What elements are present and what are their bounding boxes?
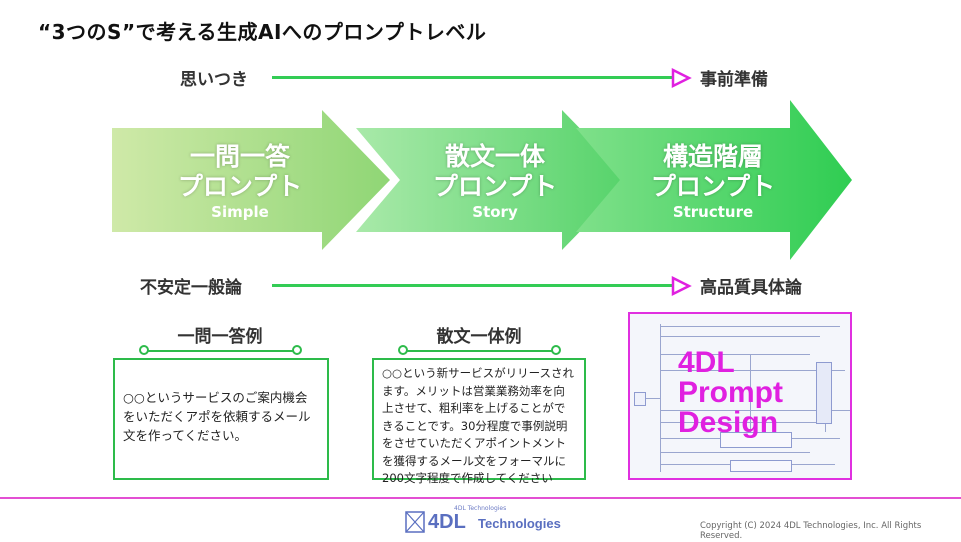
arrow-simple-line1: 一問一答 [189,142,290,171]
bottom-axis-line [272,284,672,287]
arrow-story-label: 散文一体 プロンプト Story [395,142,595,222]
arrow-story-line1: 散文一体 [444,142,545,171]
top-axis-line [272,76,672,79]
bottom-axis-arrowhead-icon [671,275,692,297]
mindmap-label: 4DL Prompt Design [678,348,783,438]
arrow-simple [112,110,390,250]
slide-title: “3つのS”で考える生成AIへのプロンプトレベル [38,20,487,44]
prompt-level-arrows [112,100,852,260]
top-axis-arrowhead-icon [671,67,692,89]
bottom-axis-right-label: 高品質具体論 [700,278,802,298]
arrow-simple-en: Simple [211,203,269,221]
copyright-text: Copyright (C) 2024 4DL Technologies, Inc… [700,521,922,541]
arrow-structure-line1: 構造階層 [662,142,763,171]
example-simple-box: ○○というサービスのご案内機会をいただくアポを依頼するメール文を作ってください。 [113,358,329,480]
arrow-structure-line2: プロンプト [650,172,776,201]
arrow-structure [576,100,852,260]
top-axis-right-label: 事前準備 [700,70,768,90]
footer-divider [0,497,961,499]
example-story-box: ○○という新サービスがリリースされます。メリットは営業業務効率を向上させて、粗利… [372,358,586,485]
mindmap-image: 4DL Prompt Design [628,312,852,480]
connector-dot-right [551,345,561,355]
example-story-title: 散文一体例 [436,327,522,347]
mindmap-label-line3: Design [678,406,779,439]
arrow-simple-line2: プロンプト [177,172,303,201]
logo-mark-icon [405,511,425,533]
top-axis-left-label: 思いつき [180,70,248,90]
mindmap-label-line1: 4DL [678,346,735,379]
connector-dot-left [139,345,149,355]
example-simple-title: 一問一答例 [177,327,263,347]
logo-main-text: 4DL [428,511,466,533]
arrow-structure-label: 構造階層 プロンプト Structure [613,142,813,222]
example-simple-text: ○○というサービスのご案内機会をいただくアポを依頼するメール文を作ってください。 [123,390,311,443]
example-story-connector [404,350,556,352]
logo-small-text: 4DL Technologies [454,505,507,512]
mindmap-label-line2: Prompt [678,376,783,409]
logo-sub-text: Technologies [478,516,561,531]
bottom-axis-left-label: 不安定一般論 [140,278,242,298]
arrow-story [356,110,630,250]
arrow-story-line2: プロンプト [432,172,558,201]
arrow-simple-label: 一問一答 プロンプト Simple [140,142,340,222]
arrow-structure-en: Structure [672,203,754,221]
example-simple-connector [145,350,297,352]
connector-dot-right [292,345,302,355]
example-story-text: ○○という新サービスがリリースされます。メリットは営業業務効率を向上させて、粗利… [382,366,574,485]
connector-dot-left [398,345,408,355]
arrow-story-en: Story [472,203,518,221]
